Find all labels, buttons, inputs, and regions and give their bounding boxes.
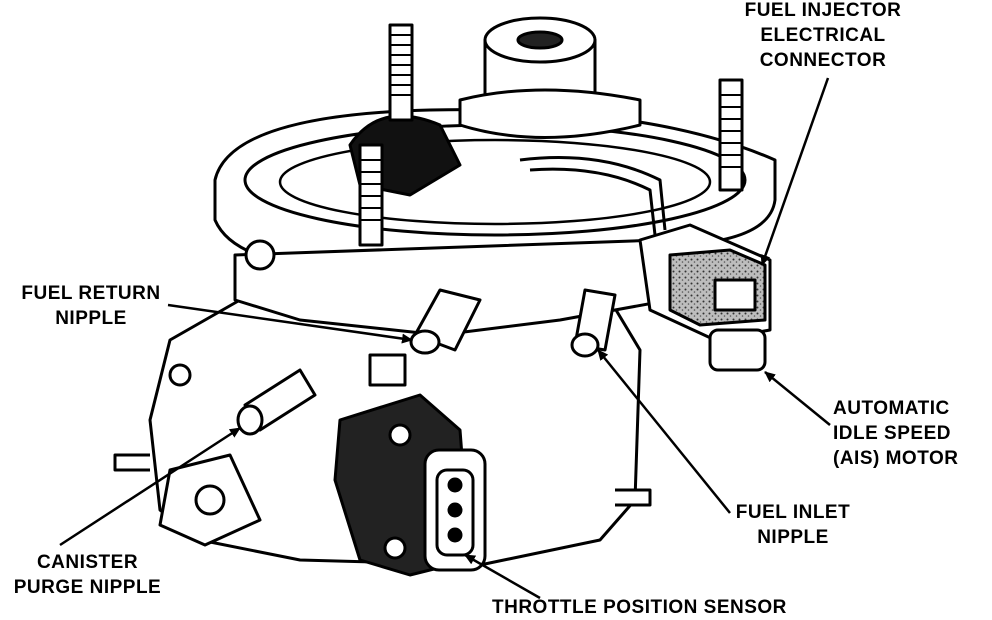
label-ais-motor: AUTOMATIC IDLE SPEED (AIS) MOTOR: [833, 396, 983, 471]
label-fuel-inlet-nipple: FUEL INLET NIPPLE: [718, 500, 868, 550]
label-line: FUEL RETURN: [21, 283, 161, 304]
label-line: CANISTER: [36, 552, 139, 573]
leader-lines: [59, 77, 831, 600]
leader-fuel-return-nipple: [167, 303, 413, 344]
label-throttle-position-sensor: THROTTLE POSITION SENSOR: [492, 595, 822, 620]
throttle-body-illustration: [113, 16, 777, 577]
leader-fuel-injector-connector: [760, 77, 830, 266]
label-fuel-return-nipple: FUEL RETURN NIPPLE: [6, 281, 176, 331]
label-line: IDLE SPEED: [833, 423, 951, 444]
stud-left: [388, 23, 414, 122]
label-line: ELECTRICAL: [760, 25, 886, 46]
leader-canister-purge-nipple: [59, 426, 241, 547]
label-line: CONNECTOR: [759, 50, 887, 71]
label-line: NIPPLE: [757, 527, 829, 548]
leader-throttle-position-sensor: [464, 553, 541, 600]
label-line: THROTTLE POSITION SENSOR: [492, 597, 787, 618]
label-line: NIPPLE: [55, 308, 127, 329]
label-line: AUTOMATIC: [833, 398, 950, 419]
stud-right: [718, 78, 744, 192]
label-line: (AIS) MOTOR: [833, 448, 959, 469]
label-line: FUEL INLET: [735, 502, 851, 523]
label-fuel-injector-electrical-connector: FUEL INJECTOR ELECTRICAL CONNECTOR: [728, 0, 918, 73]
leader-fuel-inlet-nipple: [597, 349, 731, 514]
label-line: FUEL INJECTOR: [744, 0, 902, 21]
leader-ais-motor: [764, 371, 831, 426]
label-line: PURGE NIPPLE: [13, 577, 162, 598]
label-canister-purge-nipple: CANISTER PURGE NIPPLE: [0, 550, 175, 600]
